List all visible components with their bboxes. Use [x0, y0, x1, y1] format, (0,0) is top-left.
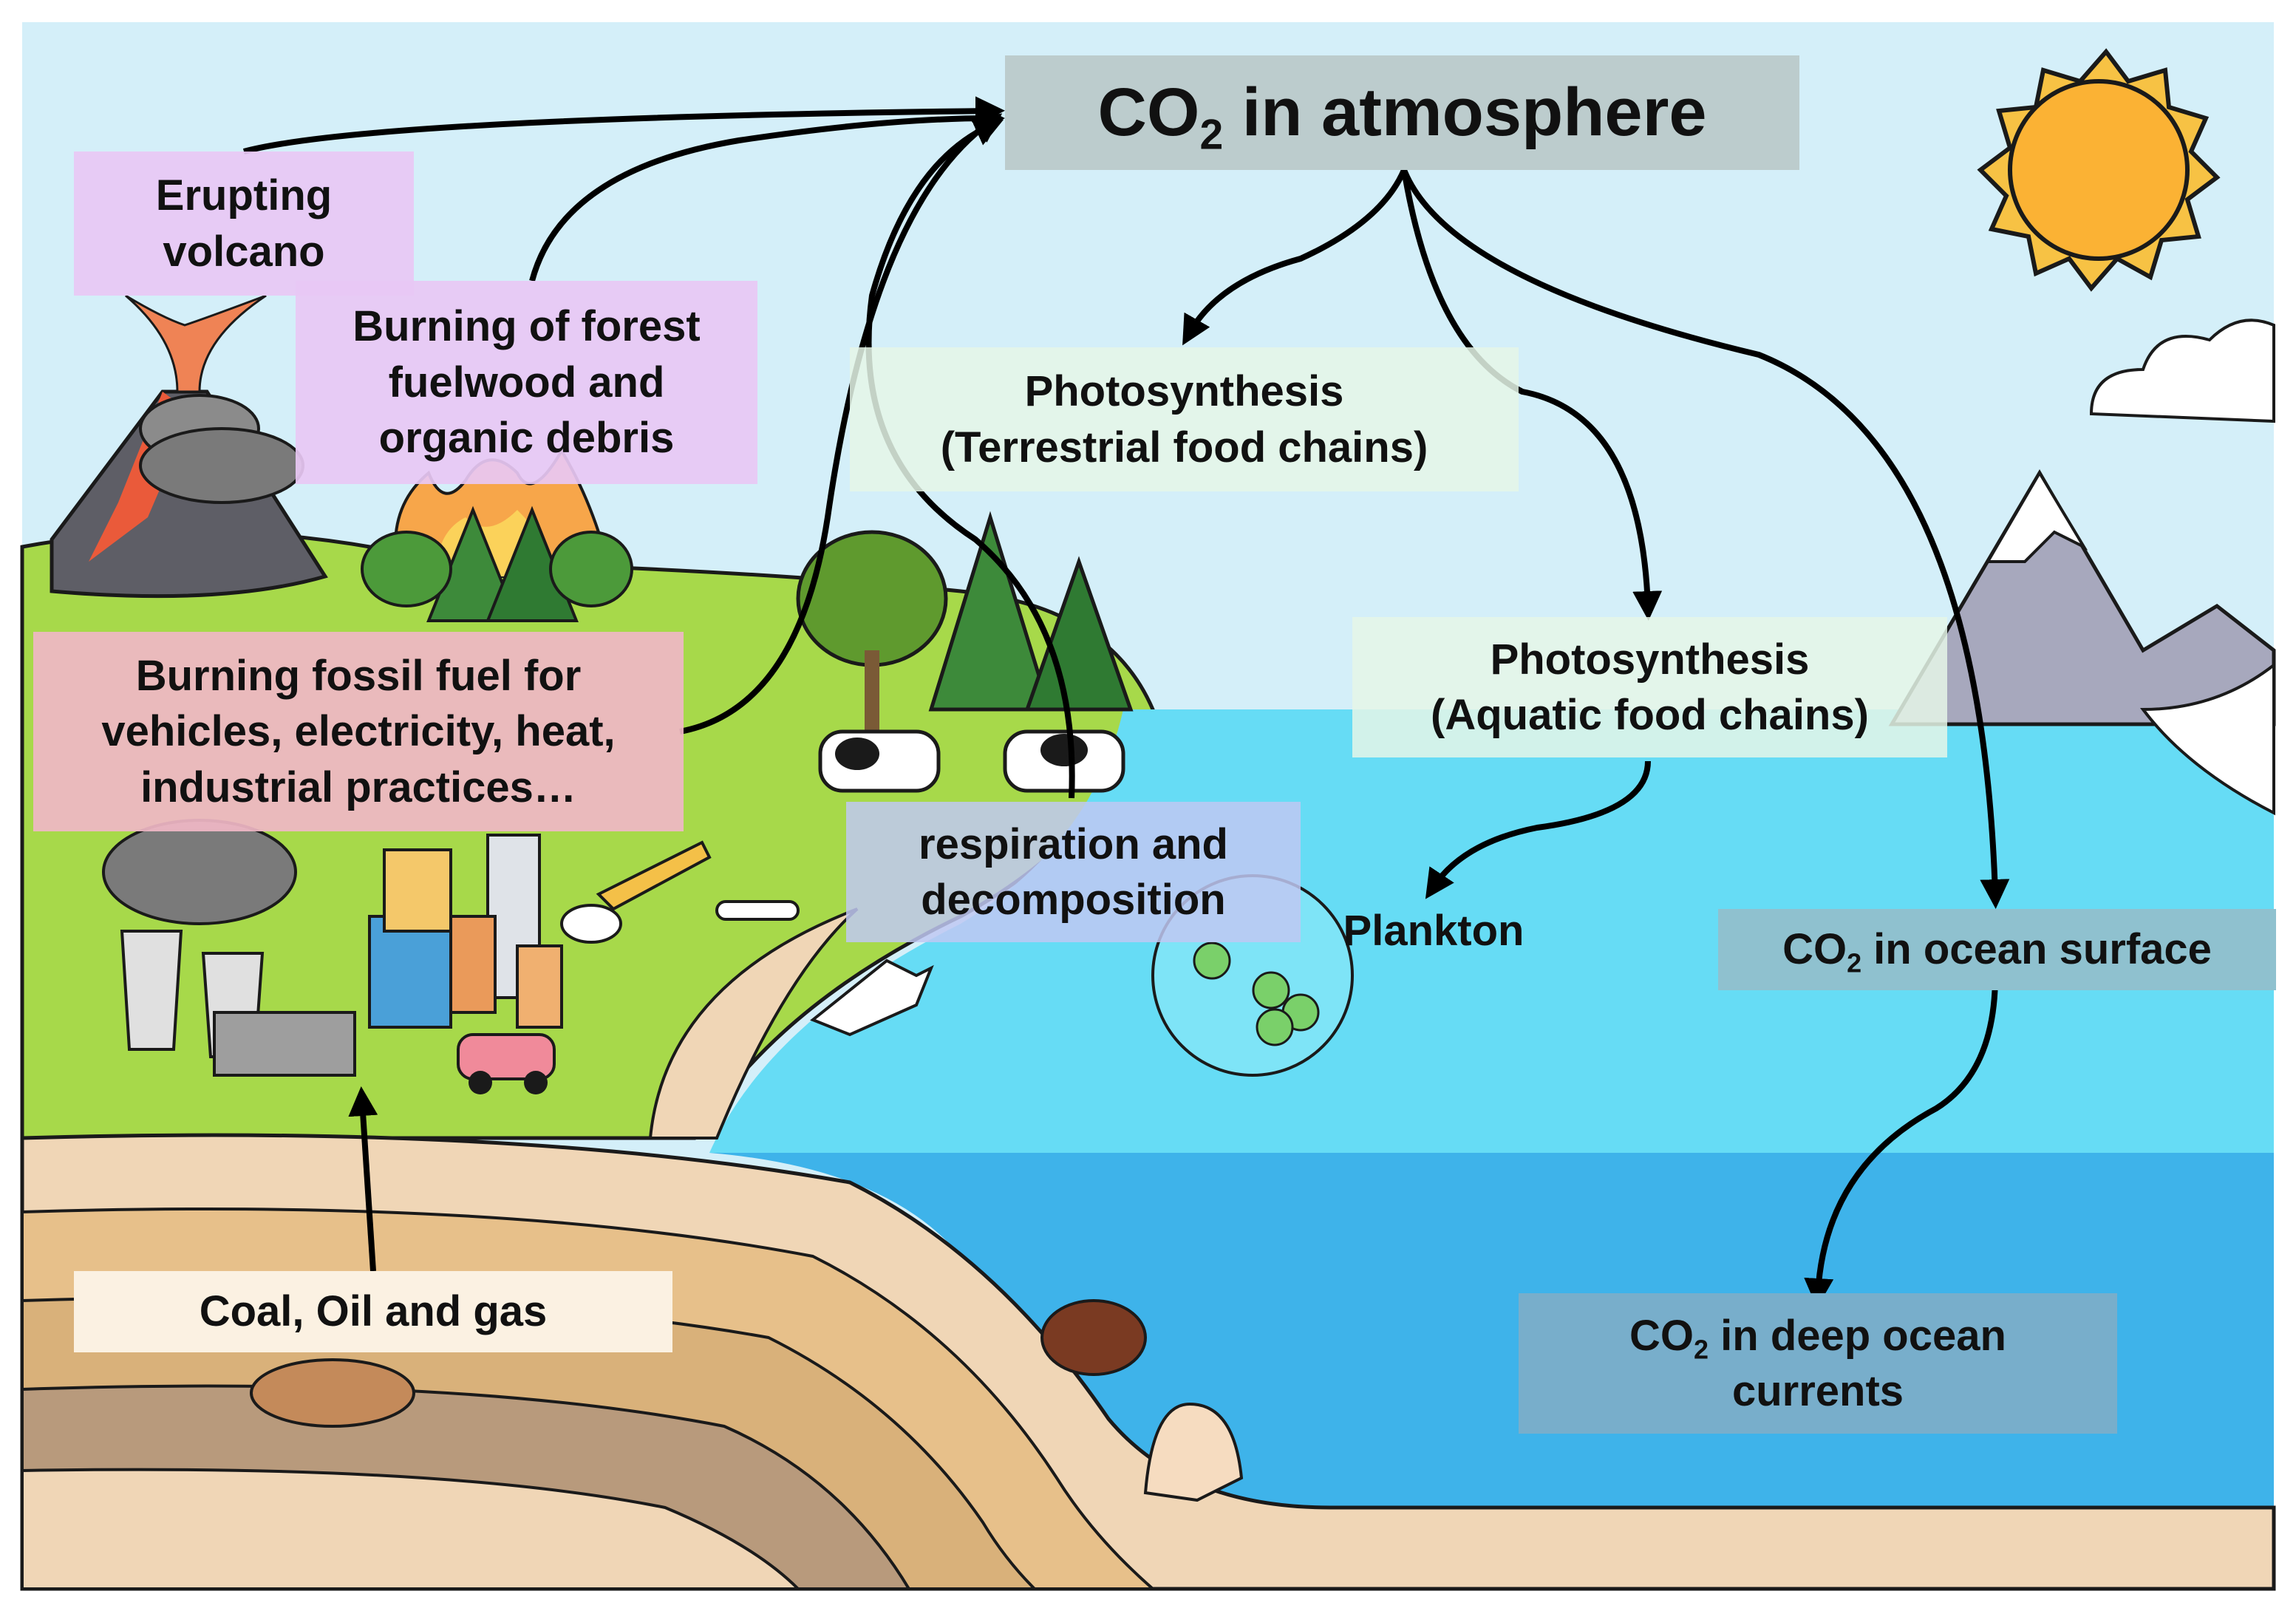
arrow-atmosphere-to-aquatic	[1401, 169, 1663, 621]
respiration-box	[846, 802, 1301, 942]
cow-icon	[818, 729, 1125, 793]
arrow-ocean-exchange	[1804, 961, 2010, 1308]
forest-box	[296, 281, 757, 484]
volcano-box	[74, 151, 414, 296]
atmosphere-label: CO2 in atmosphere	[1097, 74, 1707, 158]
coal-oil-gas-label: Coal, Oil and gas	[199, 1287, 548, 1336]
atmosphere-box	[1005, 55, 1799, 170]
strata-5	[21, 1468, 802, 1590]
oil-deposit	[250, 1358, 415, 1428]
power-plant-icon	[102, 819, 356, 1077]
city-buildings-icon	[368, 834, 563, 1094]
coal-box	[74, 1271, 672, 1352]
arrow-aquatic-to-plankton	[1425, 760, 1651, 899]
arrow-fossil-to-atmosphere	[679, 113, 1003, 735]
cloud-icon	[2089, 319, 2275, 423]
ocean-surface-box	[1718, 909, 2276, 990]
arrow-forest-to-atmosphere	[529, 103, 1005, 282]
deep-ocean-label: CO2 in deep ocean currents	[1629, 1311, 2006, 1415]
crab-icon	[1040, 1299, 1147, 1376]
arrow-atmosphere-to-terrestrial	[1182, 168, 1407, 346]
terrestrial-photosynthesis-label: Photosynthesis(Terrestrial food chains)	[940, 367, 1428, 471]
arrow-coal-to-city	[348, 1086, 378, 1272]
airplane-icon	[560, 840, 712, 944]
aquatic-photosynthesis-label: Photosynthesis(Aquatic food chains)	[1431, 635, 1869, 739]
bone-icon	[715, 900, 800, 921]
deep-ocean-box	[1519, 1293, 2117, 1434]
arrow-atmosphere-to-ocean-surface	[1401, 168, 2010, 909]
arrow-volcano-to-atmosphere	[242, 96, 1005, 154]
plankton-label: Plankton	[1343, 907, 1525, 956]
ocean-surface-label: CO2 in ocean surface	[1782, 925, 2212, 978]
sun-icon	[1977, 48, 2221, 292]
tree-icon-group-left	[361, 505, 633, 622]
aquatic-box	[1352, 617, 1947, 757]
terrestrial-box	[850, 347, 1519, 491]
shell-icon	[1143, 1402, 1244, 1502]
fossil-box	[33, 632, 684, 831]
label-boxes	[33, 55, 2276, 1434]
volcano-icon	[50, 294, 328, 599]
fish-skeleton-icon	[810, 958, 934, 1037]
mountain-icon	[1888, 469, 2276, 816]
tree-icon-group-right	[796, 511, 1134, 732]
